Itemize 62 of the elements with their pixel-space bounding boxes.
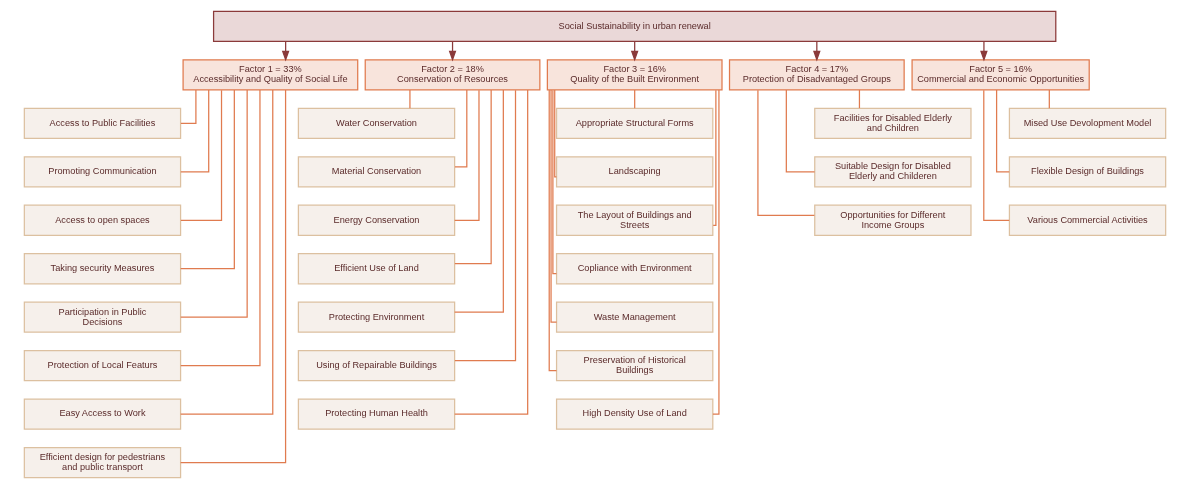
connector [454, 89, 480, 221]
connector [554, 89, 558, 178]
node-box: Appropriate Structural Forms [555, 107, 714, 139]
node-box: Various Commercial Activities [1008, 204, 1167, 236]
node-box: Factor 5 = 16% Commercial and Economic Opportunities [911, 59, 1090, 91]
node-box: Efficient Use of Land [297, 253, 456, 285]
connector [180, 89, 210, 173]
connector [180, 89, 261, 367]
node-box: Protection of Local Featurs [23, 350, 182, 382]
node-box: Facilities for Disabled Elderly and Children [814, 107, 972, 139]
node-box: Taking security Measures [23, 253, 182, 285]
arrow [980, 40, 988, 62]
node-box: Protecting Human Health [297, 398, 456, 430]
connector [454, 89, 468, 168]
node-box: Easy Access to Work [23, 398, 182, 430]
node-box: Energy Conservation [297, 204, 456, 236]
connector [712, 89, 720, 415]
connector [996, 89, 1010, 173]
connector [548, 89, 558, 372]
node-box: Factor 4 = 17% Protection of Disadvantaged Groups [728, 59, 905, 91]
node-box: Factor 1 = 33% Accessibility and Quality of Social Life [182, 59, 359, 91]
connector [180, 89, 274, 415]
node-box: High Density Use of Land [555, 398, 714, 430]
connector [757, 89, 815, 216]
connector [454, 89, 517, 362]
node-box: Participation in Public Decisions [23, 301, 182, 333]
node-box: Factor 2 = 18% Conservation of Resources [364, 59, 541, 91]
node-box: Landscaping [555, 156, 714, 188]
node-box: Social Sustainability in urban renewal [212, 10, 1057, 43]
connector [454, 89, 504, 313]
node-box: The Layout of Buildings and Streets [555, 204, 714, 236]
node-box: Using of Repairable Buildings [297, 350, 456, 382]
connector [858, 89, 861, 109]
connector [552, 89, 558, 275]
node-box: Waste Management [555, 301, 714, 333]
connector [1048, 89, 1050, 109]
node-box: Efficient design for pedestrians and public transport [23, 446, 182, 479]
node-box: Protecting Environment [297, 301, 456, 333]
node-box: Water Conservation [297, 107, 456, 139]
node-box: Suitable Design for Disabled Elderly and Childeren [814, 156, 972, 188]
node-box: Flexible Design of Buildings [1008, 156, 1167, 188]
connector [634, 89, 636, 109]
connector [550, 89, 558, 323]
node-box: Factor 3 = 16% Quality of the Built Environment [546, 59, 723, 91]
node-box: Opportunities for Different Income Groups [814, 204, 972, 236]
node-box: Preservation of Historical Buildings [555, 350, 714, 382]
connector [409, 89, 411, 109]
connector [180, 89, 248, 318]
connector [712, 89, 717, 226]
connector [983, 89, 1010, 221]
connector [454, 89, 529, 415]
connector [180, 89, 287, 464]
node-box: Access to Public Facilities [23, 107, 182, 139]
node-box: Mised Use Devolopment Model [1008, 107, 1167, 139]
node-box: Access to open spaces [23, 204, 182, 236]
connector [180, 89, 235, 270]
node-box: Material Conservation [297, 156, 456, 188]
connector [785, 89, 816, 173]
node-box: Promoting Communication [23, 156, 182, 188]
connector [180, 89, 223, 221]
connector [454, 89, 492, 265]
node-box: Copliance with Environment [555, 253, 714, 285]
